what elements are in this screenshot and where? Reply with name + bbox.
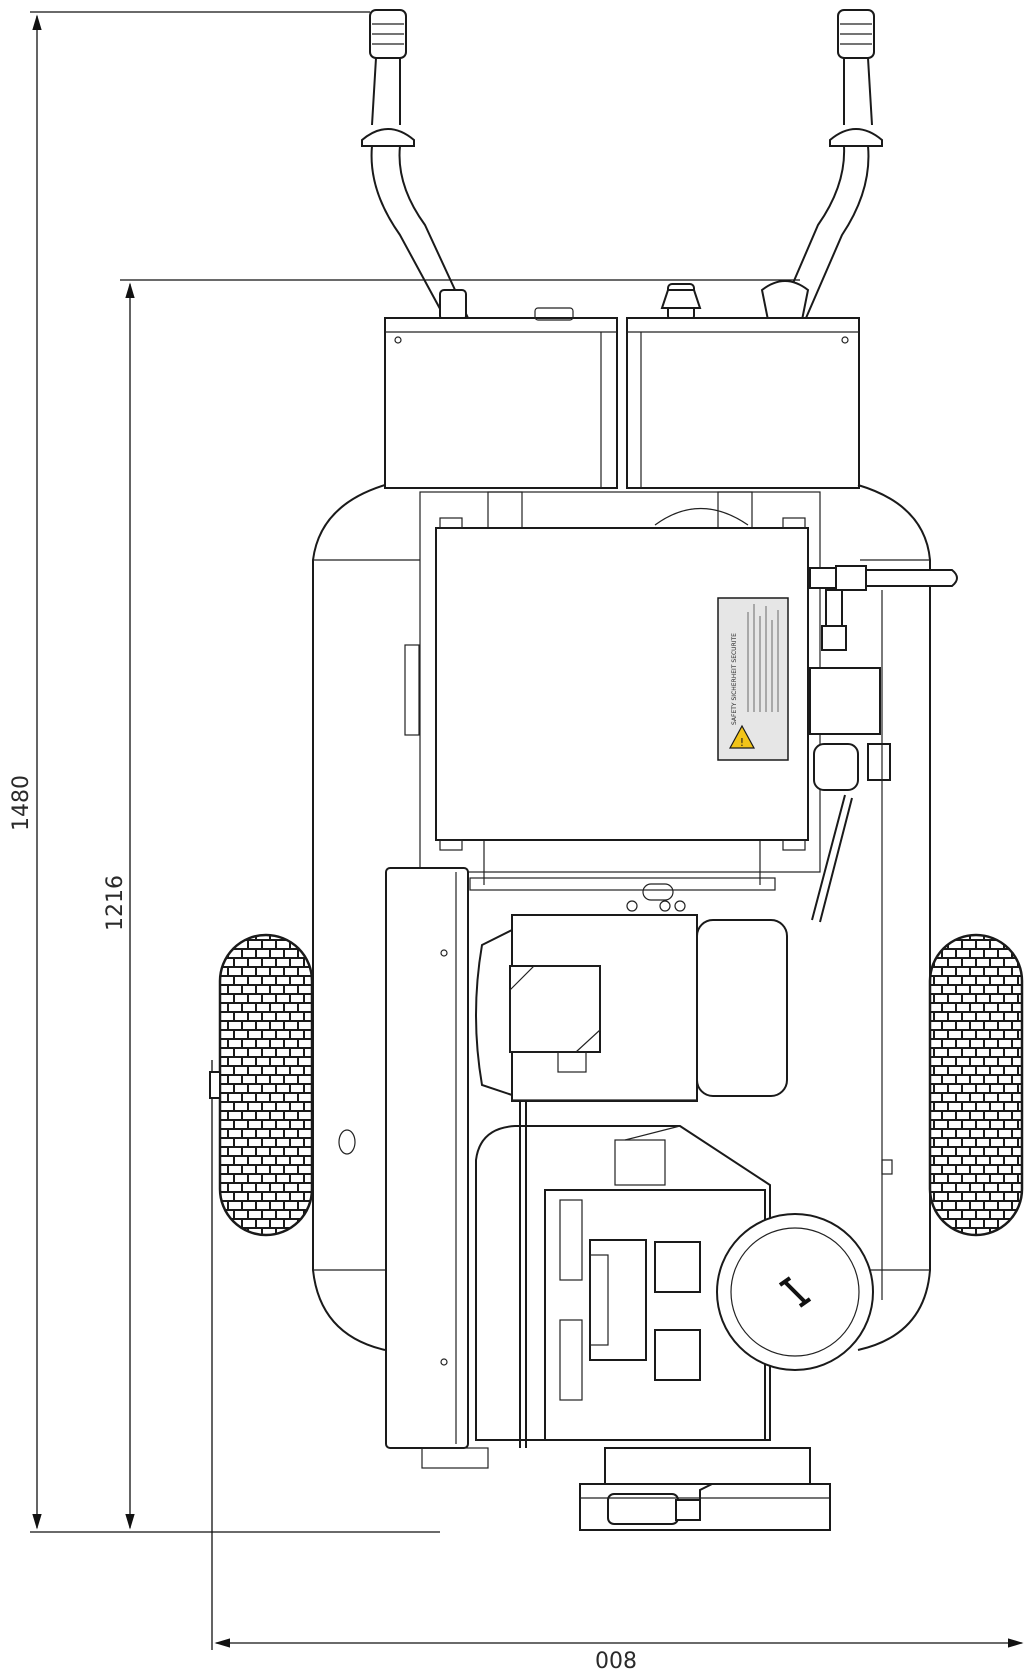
safety-label: ! SAFETY SICHERHEIT SECURITE bbox=[717, 597, 789, 761]
right-wheel bbox=[928, 933, 1024, 1237]
dimension-label-width: 008 bbox=[595, 1649, 637, 1670]
dimension-total-height bbox=[30, 11, 440, 1533]
right-handle bbox=[660, 9, 883, 321]
safety-label-heading: SAFETY SICHERHEIT SECURITE bbox=[731, 633, 738, 725]
dimension-label-1480: 1480 bbox=[9, 775, 34, 831]
left-handle bbox=[361, 9, 469, 321]
air-filter bbox=[716, 1213, 874, 1371]
electric-motor bbox=[469, 877, 788, 1102]
warning-triangle-icon: ! bbox=[728, 724, 756, 749]
svg-text:!: ! bbox=[740, 736, 744, 749]
bottom-tray bbox=[579, 1447, 831, 1531]
air-tank bbox=[312, 484, 931, 1351]
compressor-pump bbox=[475, 1102, 771, 1448]
top-compartment-right bbox=[626, 317, 860, 489]
dimension-width bbox=[211, 1060, 1024, 1650]
dimension-label-1216: 1216 bbox=[103, 875, 128, 931]
belt-guard bbox=[385, 867, 489, 1469]
valve-assembly bbox=[809, 565, 958, 1300]
top-compartment-left bbox=[384, 307, 618, 489]
left-wheel bbox=[209, 933, 314, 1237]
dimension-body-height bbox=[120, 279, 800, 1530]
